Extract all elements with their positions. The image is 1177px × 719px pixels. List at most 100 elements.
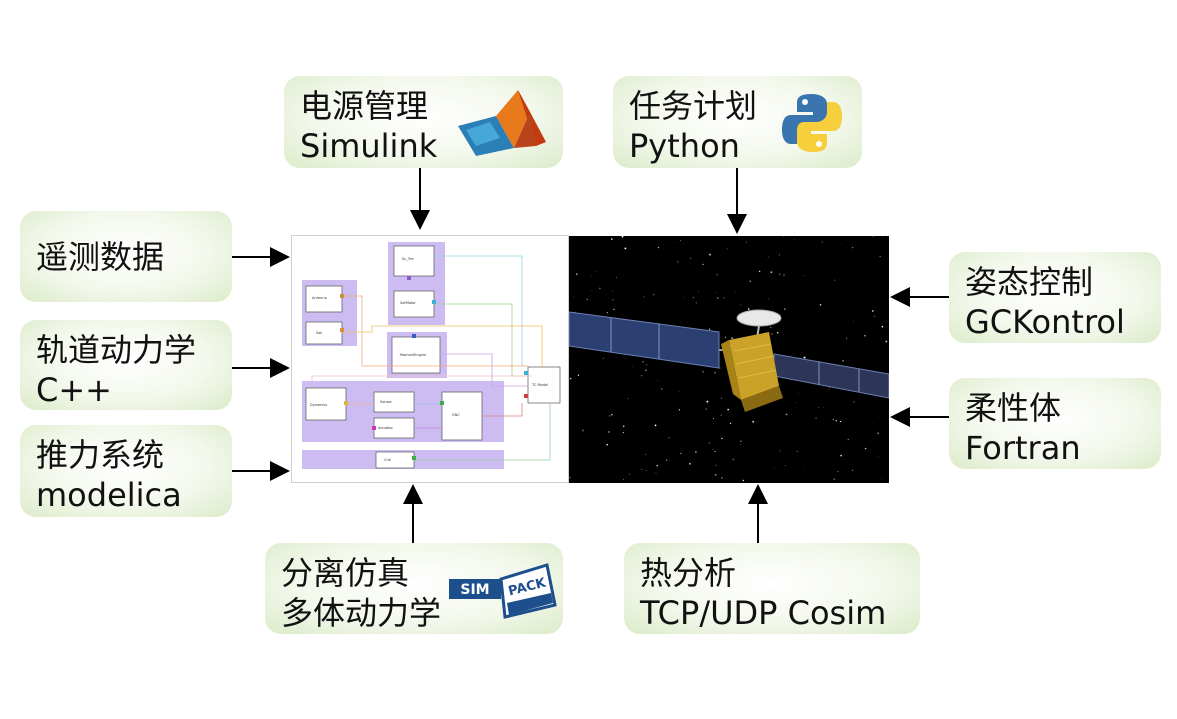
star: [645, 469, 647, 471]
star: [818, 406, 819, 408]
star: [740, 444, 742, 445]
star: [702, 263, 704, 266]
star: [732, 458, 735, 461]
star: [624, 247, 627, 250]
svg-text:Dynamics: Dynamics: [310, 403, 327, 407]
star: [678, 409, 681, 411]
star: [823, 406, 824, 408]
star: [608, 430, 610, 433]
star: [628, 473, 630, 475]
star: [576, 273, 578, 275]
module-mission-planning: 任务计划 Python: [613, 76, 862, 168]
star: [708, 253, 711, 256]
star: [641, 468, 643, 470]
star: [785, 465, 786, 466]
star: [632, 365, 634, 367]
star: [872, 236, 874, 237]
star: [882, 237, 883, 238]
star: [871, 310, 874, 312]
svg-text:MomentEngine: MomentEngine: [400, 353, 426, 357]
star: [747, 308, 750, 310]
star: [749, 280, 752, 283]
star: [725, 374, 727, 375]
star: [797, 393, 799, 395]
star: [770, 333, 773, 335]
star: [654, 424, 657, 427]
star: [851, 246, 854, 249]
star: [647, 422, 649, 423]
star: [783, 308, 786, 310]
module-tool: GCKontrol: [965, 303, 1125, 341]
star: [680, 452, 682, 455]
star: [673, 361, 675, 363]
star: [657, 246, 660, 249]
module-title: 任务计划: [629, 87, 758, 125]
star: [573, 296, 574, 297]
star: [768, 256, 770, 258]
svg-text:Antenna: Antenna: [312, 296, 327, 300]
star: [709, 328, 711, 330]
star: [716, 274, 718, 276]
star: [878, 456, 880, 458]
star: [821, 241, 823, 243]
star: [668, 437, 670, 439]
star: [657, 380, 658, 381]
module-telemetry: 遥测数据: [20, 211, 232, 302]
svg-text:Actuator: Actuator: [378, 426, 394, 430]
star: [586, 298, 588, 300]
star: [783, 274, 785, 276]
star: [729, 422, 732, 425]
module-power-management: 电源管理 Simulink: [284, 76, 563, 168]
star: [720, 476, 723, 479]
star: [702, 369, 703, 371]
star: [735, 290, 737, 292]
star: [715, 464, 717, 467]
star: [706, 463, 707, 464]
star: [779, 273, 781, 275]
star: [606, 312, 608, 314]
star: [706, 400, 709, 403]
module-attitude-control: 姿态控制 GCKontrol: [949, 252, 1161, 343]
module-thermal-analysis: 热分析 TCP/UDP Cosim: [624, 543, 920, 634]
star: [715, 292, 717, 294]
star: [758, 270, 761, 273]
block-diagram-canvas: Sc_Ten SatMotor Antenna Sail MomentEngin…: [291, 235, 569, 483]
star: [705, 408, 708, 410]
module-title: 柔性体: [965, 389, 1062, 427]
module-tool: TCP/UDP Cosim: [640, 594, 887, 632]
star: [591, 290, 593, 292]
star: [720, 414, 722, 416]
module-tool: Simulink: [300, 127, 438, 165]
star: [881, 478, 883, 480]
star: [606, 443, 609, 446]
star: [803, 275, 804, 276]
star: [721, 437, 723, 440]
star: [852, 320, 854, 322]
star: [881, 325, 884, 328]
star: [645, 369, 647, 372]
star: [727, 408, 730, 411]
star: [616, 276, 617, 278]
star: [819, 304, 822, 306]
star: [778, 254, 780, 256]
star: [683, 297, 685, 299]
star: [731, 337, 734, 340]
module-title: 分离仿真: [281, 554, 410, 592]
module-title: 遥测数据: [36, 237, 165, 276]
star: [622, 244, 624, 246]
star: [835, 419, 838, 422]
star: [847, 438, 849, 440]
star: [746, 241, 747, 243]
star: [726, 248, 728, 250]
module-tool: Python: [629, 127, 740, 165]
star: [853, 401, 855, 403]
star: [840, 454, 842, 457]
star: [679, 240, 681, 241]
svg-text:SatMotor: SatMotor: [400, 301, 416, 305]
module-title: 推力系统: [36, 436, 165, 474]
star: [879, 255, 882, 258]
star: [695, 302, 698, 304]
python-logo-icon: [782, 94, 842, 152]
star: [712, 448, 714, 450]
star: [776, 331, 779, 334]
